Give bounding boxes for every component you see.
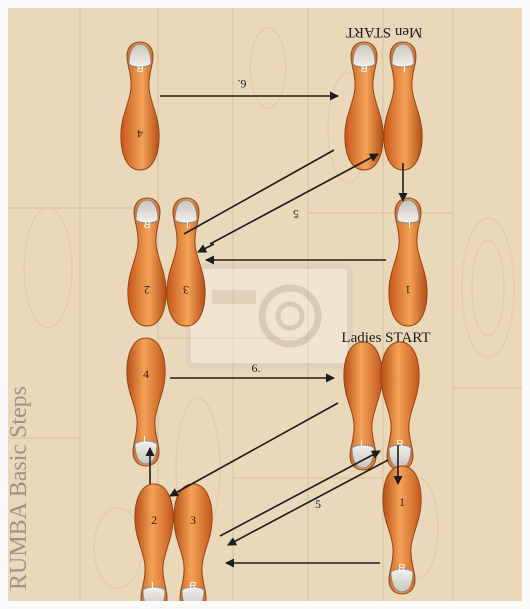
- rumba-step-diagram: Men START R L L 1 R 2 L 3 R 4 6. 5 Ladies ST…: [8, 8, 522, 601]
- men-step-2-side-letter: R: [143, 218, 150, 229]
- ladies-step-3-step-number: 3: [190, 513, 196, 527]
- ladies-start-left-side-letter: L: [360, 439, 366, 450]
- ladies-step-2-side-letter: L: [151, 581, 157, 592]
- ladies-step-2-step-number: 2: [151, 513, 157, 527]
- men-step-6-label: 6.: [238, 77, 247, 91]
- men-start-label: Men START: [346, 24, 423, 40]
- ladies-step-3-side-letter: R: [189, 581, 196, 592]
- men-step-1-side-letter: L: [405, 218, 411, 229]
- ladies-start-label: Ladies START: [341, 330, 430, 346]
- men-step-2-step-number: 2: [144, 283, 150, 297]
- men-step-3-side-letter: L: [183, 218, 189, 229]
- diagram-title: RUMBA Basic Steps: [6, 386, 33, 590]
- watermark-icon: [188, 266, 350, 366]
- men-start-left-side-letter: L: [400, 62, 406, 73]
- men-step-1-step-number: 1: [405, 283, 411, 297]
- men-step-4-step-number: 4: [137, 127, 143, 141]
- ladies-step-4-step-number: 4: [143, 367, 149, 381]
- men-step-5-label: 5: [293, 207, 299, 221]
- ladies-step-5-label: 5: [315, 497, 321, 511]
- ladies-step-1-side-letter: R: [398, 563, 405, 574]
- ladies-step-4-side-letter: L: [143, 435, 149, 446]
- men-start-right-side-letter: R: [360, 62, 367, 73]
- ladies-step-6-label: 6.: [252, 361, 261, 375]
- ladies-step-1-step-number: 1: [399, 495, 405, 509]
- men-step-3-step-number: 3: [183, 283, 189, 297]
- men-step-4-side-letter: R: [136, 62, 143, 73]
